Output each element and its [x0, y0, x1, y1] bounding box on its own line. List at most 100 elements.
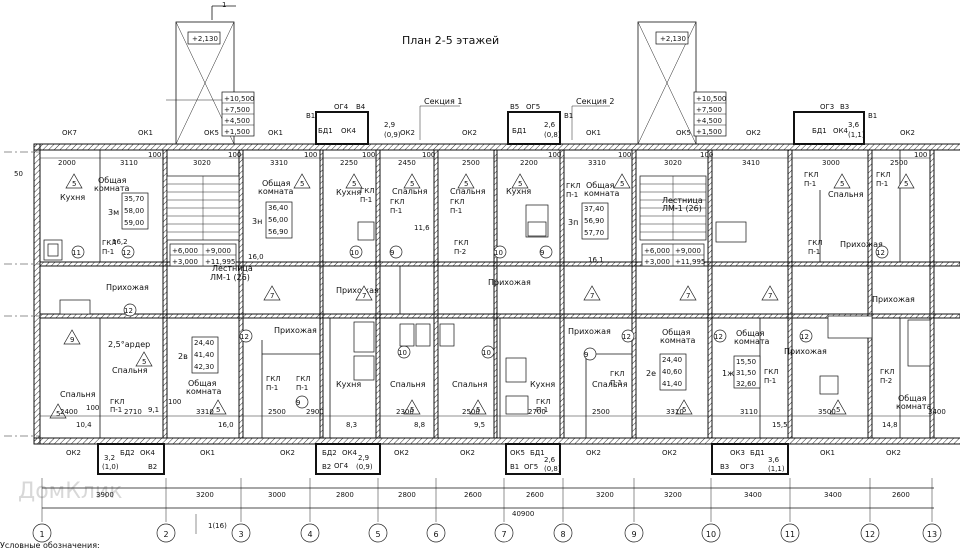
svg-text:5: 5 — [620, 180, 624, 188]
svg-text:ОК4: ОК4 — [342, 449, 357, 457]
svg-text:Прихожая: Прихожая — [568, 327, 611, 336]
svg-text:2800: 2800 — [398, 491, 416, 499]
svg-text:В4: В4 — [356, 103, 366, 111]
svg-text:3020: 3020 — [664, 159, 682, 167]
svg-text:24,40: 24,40 — [662, 356, 682, 364]
svg-text:100: 100 — [548, 151, 561, 159]
svg-text:БД1: БД1 — [318, 127, 333, 135]
svg-text:В1: В1 — [868, 112, 877, 120]
svg-text:3020: 3020 — [193, 159, 211, 167]
svg-text:комната: комната — [186, 387, 222, 396]
inner-dims-bottom: 2400 100 2710 100 3310 2500 2900 2300 25… — [40, 398, 946, 417]
svg-text:ГКЛ: ГКЛ — [566, 182, 581, 190]
svg-text:П-2: П-2 — [880, 377, 892, 385]
svg-text:3400: 3400 — [744, 491, 762, 499]
svg-text:12: 12 — [240, 333, 249, 341]
svg-text:5: 5 — [518, 180, 522, 188]
svg-text:комната: комната — [660, 336, 696, 345]
svg-text:2200: 2200 — [520, 159, 538, 167]
svg-text:Спальня: Спальня — [828, 190, 864, 199]
svg-text:ГКЛ: ГКЛ — [764, 368, 779, 376]
svg-text:9: 9 — [296, 399, 300, 407]
svg-text:комната: комната — [734, 337, 770, 346]
svg-text:П-1: П-1 — [804, 180, 816, 188]
svg-text:16,2: 16,2 — [112, 238, 128, 246]
svg-text:ОК4: ОК4 — [140, 449, 155, 457]
svg-text:+10,500: +10,500 — [696, 95, 726, 103]
svg-text:Прихожая: Прихожая — [488, 278, 531, 287]
axis-bubble-4 — [300, 523, 320, 543]
svg-text:В3: В3 — [720, 463, 729, 471]
svg-text:Общая: Общая — [736, 329, 765, 338]
svg-text:комната: комната — [94, 184, 130, 193]
interior-walls — [39, 149, 960, 439]
stair-right: +6,000 +9,000 +3,000 +11,995 — [639, 175, 707, 267]
svg-text:+4,500: +4,500 — [696, 117, 722, 125]
svg-text:56,90: 56,90 — [584, 217, 604, 225]
balcony-bottom-4: ОК3 БД1 3,6 (1,1) В3 ОГ3 — [711, 443, 789, 475]
svg-text:ГКЛ: ГКЛ — [880, 368, 895, 376]
svg-text:2900: 2900 — [306, 408, 324, 416]
svg-text:3310: 3310 — [196, 408, 214, 416]
svg-text:1ж: 1ж — [722, 369, 734, 378]
svg-text:10: 10 — [350, 249, 359, 257]
axis-bubble-5 — [368, 523, 388, 543]
svg-text:+7,500: +7,500 — [224, 106, 250, 114]
axis-bubble-11 — [780, 523, 800, 543]
svg-text:3200: 3200 — [596, 491, 614, 499]
svg-text:ОГ3: ОГ3 — [820, 103, 834, 111]
svg-text:12: 12 — [876, 249, 885, 257]
plan-title: План 2-5 этажей — [402, 34, 499, 47]
svg-text:+6,000: +6,000 — [644, 247, 670, 255]
svg-text:3м: 3м — [108, 208, 119, 217]
svg-text:41,40: 41,40 — [194, 351, 214, 359]
svg-text:ОГ4: ОГ4 — [334, 462, 349, 470]
roof-mark-right: +2,130 — [660, 35, 686, 43]
svg-text:5: 5 — [682, 406, 686, 414]
fixtures — [43, 204, 931, 415]
svg-text:В2: В2 — [322, 463, 331, 471]
svg-text:ОК7: ОК7 — [62, 129, 77, 137]
axis-label-2: 2 — [163, 530, 168, 539]
svg-text:ОК2: ОК2 — [462, 129, 477, 137]
svg-text:Кухня: Кухня — [530, 380, 555, 389]
svg-text:15,50: 15,50 — [736, 358, 756, 366]
apartment-3p: 37,40 56,90 57,70 3п — [568, 202, 609, 240]
svg-text:ОК5: ОК5 — [204, 129, 219, 137]
svg-text:3200: 3200 — [196, 491, 214, 499]
svg-text:2500: 2500 — [890, 159, 908, 167]
svg-text:комната: комната — [584, 189, 620, 198]
svg-text:БД1: БД1 — [512, 127, 527, 135]
svg-text:2500: 2500 — [268, 408, 286, 416]
svg-text:2в: 2в — [178, 352, 188, 361]
svg-text:9: 9 — [390, 249, 394, 257]
svg-text:В1: В1 — [564, 112, 573, 120]
svg-text:ОК5: ОК5 — [676, 129, 691, 137]
svg-text:П-1: П-1 — [450, 207, 462, 215]
svg-text:ОК2: ОК2 — [886, 449, 901, 457]
partition-labels: ГКЛ П-1 ГКЛ П-1 ГКЛ П-1 ГКЛ П-1 ГКЛ П-2 … — [102, 171, 895, 414]
axis-bubble-3 — [231, 523, 251, 543]
svg-text:11: 11 — [72, 249, 81, 257]
svg-text:П-2: П-2 — [454, 248, 466, 256]
svg-text:Кухня: Кухня — [336, 380, 361, 389]
apartment-3m: 35,70 58,00 59,00 3м — [108, 192, 149, 230]
svg-text:5: 5 — [464, 180, 468, 188]
svg-text:10,4: 10,4 — [76, 421, 92, 429]
svg-text:16,0: 16,0 — [248, 253, 264, 261]
svg-text:БД1: БД1 — [750, 449, 765, 457]
svg-text:ОК1: ОК1 — [586, 129, 601, 137]
svg-text:+9,000: +9,000 — [675, 247, 701, 255]
svg-text:П-1: П-1 — [808, 248, 820, 256]
svg-text:+7,500: +7,500 — [696, 106, 722, 114]
svg-text:5: 5 — [216, 406, 220, 414]
svg-text:8,8: 8,8 — [414, 421, 425, 429]
svg-text:П-1: П-1 — [610, 379, 622, 387]
svg-text:2600: 2600 — [526, 491, 544, 499]
axis-label-11: 11 — [785, 530, 795, 539]
axis-bubble-10 — [701, 523, 721, 543]
svg-text:24,40: 24,40 — [194, 339, 214, 347]
svg-text:БД2: БД2 — [322, 449, 337, 457]
svg-text:2,9: 2,9 — [384, 121, 395, 129]
